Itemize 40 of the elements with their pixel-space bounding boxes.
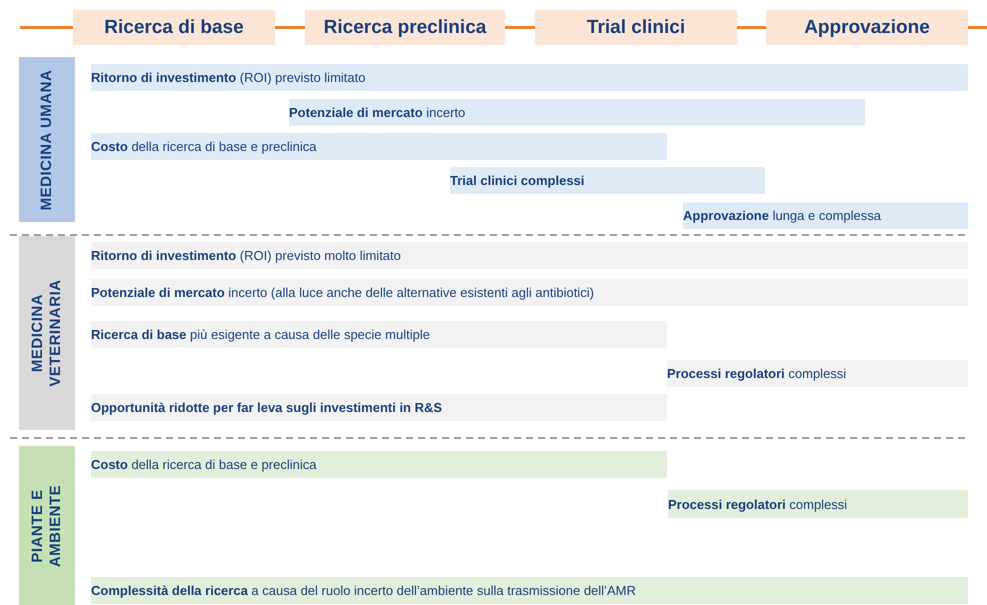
stage-title: Trial clinici xyxy=(586,16,686,38)
issue-bar xyxy=(289,99,865,126)
issue-bar xyxy=(450,167,765,194)
issue-bar xyxy=(91,64,968,91)
stage-box xyxy=(766,10,968,45)
section-label: PIANTE E AMBIENTE xyxy=(29,483,65,569)
issue-bar xyxy=(91,133,667,160)
stage-box xyxy=(305,10,505,45)
issue-text: Ricerca di base più esigente a causa delle specie multiple xyxy=(91,327,430,342)
issue-bar xyxy=(91,451,667,478)
issue-text: Opportunità ridotte per far leva sugli investimenti in R&S xyxy=(91,400,442,415)
issue-text: Processi regolatori complessi xyxy=(667,366,846,381)
issue-text: Approvazione lunga e complessa xyxy=(683,208,881,223)
section-band xyxy=(19,236,75,430)
stage-box xyxy=(73,10,275,45)
connector-line xyxy=(505,26,535,29)
section-label: MEDICINA VETERINARIA xyxy=(29,278,65,389)
stage-title: Ricerca di base xyxy=(104,16,244,38)
connector-line xyxy=(20,26,73,29)
issue-text: Potenziale di mercato incerto xyxy=(289,105,466,120)
connector-line xyxy=(737,26,766,29)
issue-text: Trial clinici complessi xyxy=(450,173,584,188)
stage-title: Approvazione xyxy=(804,16,930,38)
issue-text: Processi regolatori complessi xyxy=(668,496,848,512)
connector-line xyxy=(275,26,305,29)
issue-text: Ritorno di investimento (ROI) previsto limitato xyxy=(91,70,366,85)
issue-text: Potenziale di mercato incerto (alla luce anche delle alternative esistenti agli antibiotici) xyxy=(91,285,594,300)
connector-line xyxy=(968,26,987,29)
issue-text: Costo della ricerca di base e preclinica xyxy=(91,139,316,154)
issue-text: Complessità della ricerca a causa del ruolo incerto dell’ambiente sulla trasmissione dell’AMR xyxy=(91,583,636,598)
issue-bar xyxy=(668,490,968,518)
section-band xyxy=(19,446,75,605)
section-label: MEDICINA UMANA xyxy=(38,68,56,212)
stage-title: Ricerca preclinica xyxy=(324,16,486,38)
issue-text: Costo della ricerca di base e preclinica xyxy=(91,457,316,472)
issue-bar xyxy=(91,577,968,604)
issue-bar xyxy=(683,202,968,229)
issue-text: Ritorno di investimento (ROI) previsto molto limitato xyxy=(91,248,401,263)
stage-box xyxy=(535,10,737,45)
section-band xyxy=(19,57,75,222)
